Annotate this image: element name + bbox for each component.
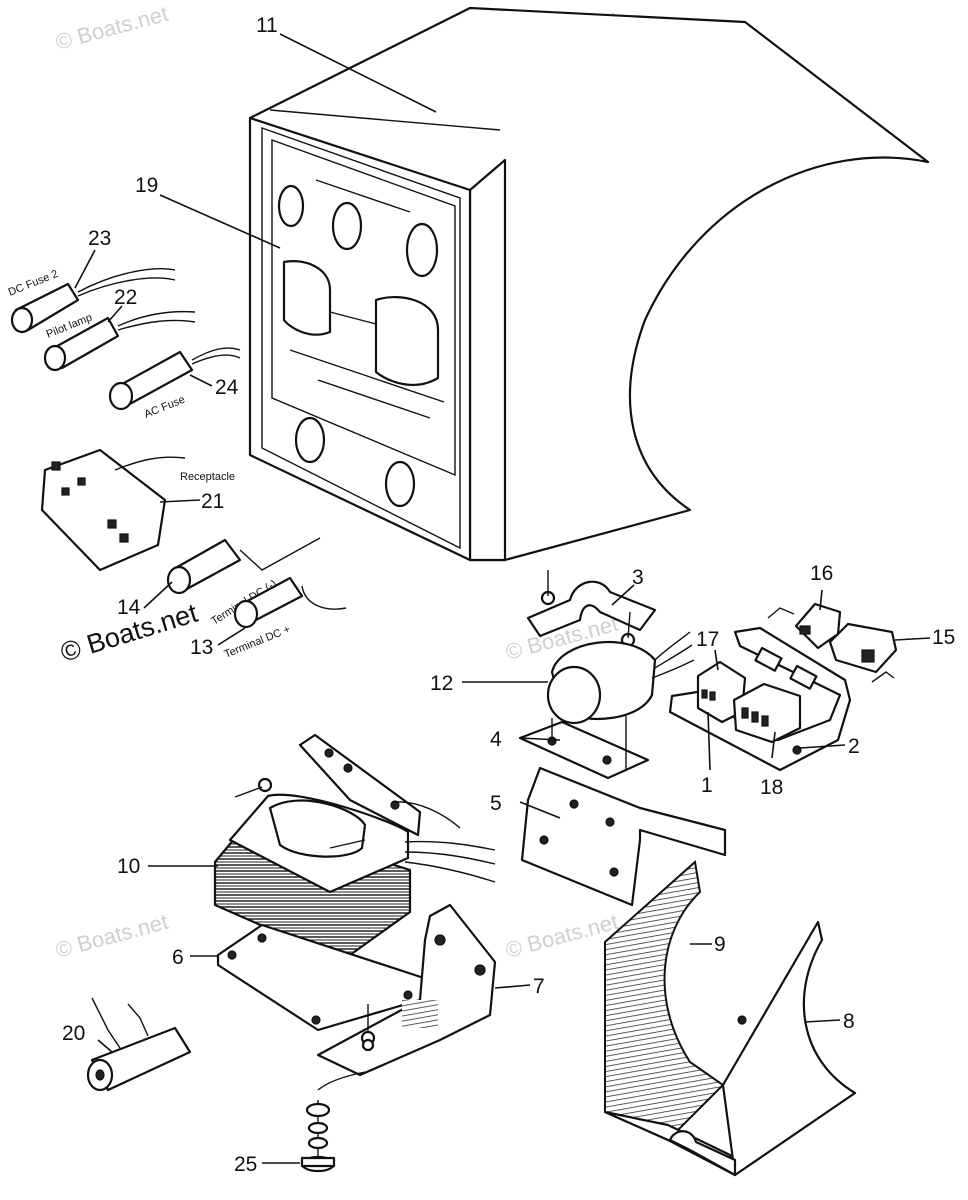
panel-outlet — [384, 460, 416, 508]
callout-20: 20 — [62, 1022, 85, 1045]
part-number-callouts: 11 19 23 22 24 21 14 13 3 12 4 5 1 2 18 … — [62, 14, 955, 1176]
callout-2: 2 — [848, 735, 860, 758]
callout-17: 17 — [696, 628, 719, 651]
callout-22: 22 — [114, 286, 137, 309]
transformer — [213, 733, 496, 957]
panel-knob — [331, 201, 363, 251]
connector-18 — [732, 682, 802, 744]
callout-4: 4 — [490, 728, 502, 751]
callout-5: 5 — [490, 792, 502, 815]
angle-bracket — [316, 903, 497, 1077]
panel-meter — [374, 296, 440, 386]
side-panel-9 — [603, 860, 737, 1177]
switch-bracket — [668, 626, 852, 772]
washer-nut-stack — [300, 1071, 366, 1173]
z-bracket — [520, 766, 727, 907]
panel-knob — [405, 222, 439, 278]
callout-15: 15 — [932, 626, 955, 649]
callout-10: 10 — [117, 855, 140, 878]
leader-lines — [74, 33, 931, 1164]
callout-23: 23 — [88, 227, 111, 250]
callout-1: 1 — [701, 774, 713, 797]
callout-25: 25 — [234, 1153, 257, 1176]
callout-6: 6 — [172, 946, 184, 969]
side-panel-8 — [668, 920, 857, 1177]
panel-knob — [277, 184, 305, 228]
watermark: © Boats.net — [503, 909, 621, 963]
callout-19: 19 — [135, 174, 158, 197]
callout-9: 9 — [714, 933, 726, 956]
terminal-dc-positive: Terminal DC + — [223, 576, 347, 661]
resistor — [86, 997, 192, 1092]
ac-fuse-label: AC Fuse — [143, 394, 187, 421]
callout-14: 14 — [117, 596, 141, 619]
switch-16 — [767, 602, 842, 650]
panel-outlet — [294, 416, 326, 464]
callout-16: 16 — [810, 562, 833, 585]
callout-8: 8 — [843, 1010, 855, 1033]
receptacle-label: Receptacle — [180, 471, 235, 483]
capacitor — [546, 631, 695, 725]
terminal-dc-pos-label: Terminal DC + — [223, 623, 292, 660]
callout-18: 18 — [760, 776, 783, 799]
callout-7: 7 — [533, 975, 545, 998]
callout-13: 13 — [190, 636, 213, 659]
callout-3: 3 — [632, 566, 644, 589]
callout-21: 21 — [201, 490, 224, 513]
clamp-strap — [526, 570, 657, 648]
front-panel — [248, 116, 472, 562]
callout-12: 12 — [430, 672, 453, 695]
callout-24: 24 — [215, 376, 239, 399]
watermark: © Boats.net — [53, 909, 171, 963]
callout-11: 11 — [256, 14, 278, 37]
receptacle: Receptacle — [40, 448, 235, 572]
panel-meter — [282, 260, 332, 336]
switch-15 — [828, 622, 898, 683]
watermark: © Boats.net — [53, 1, 171, 55]
